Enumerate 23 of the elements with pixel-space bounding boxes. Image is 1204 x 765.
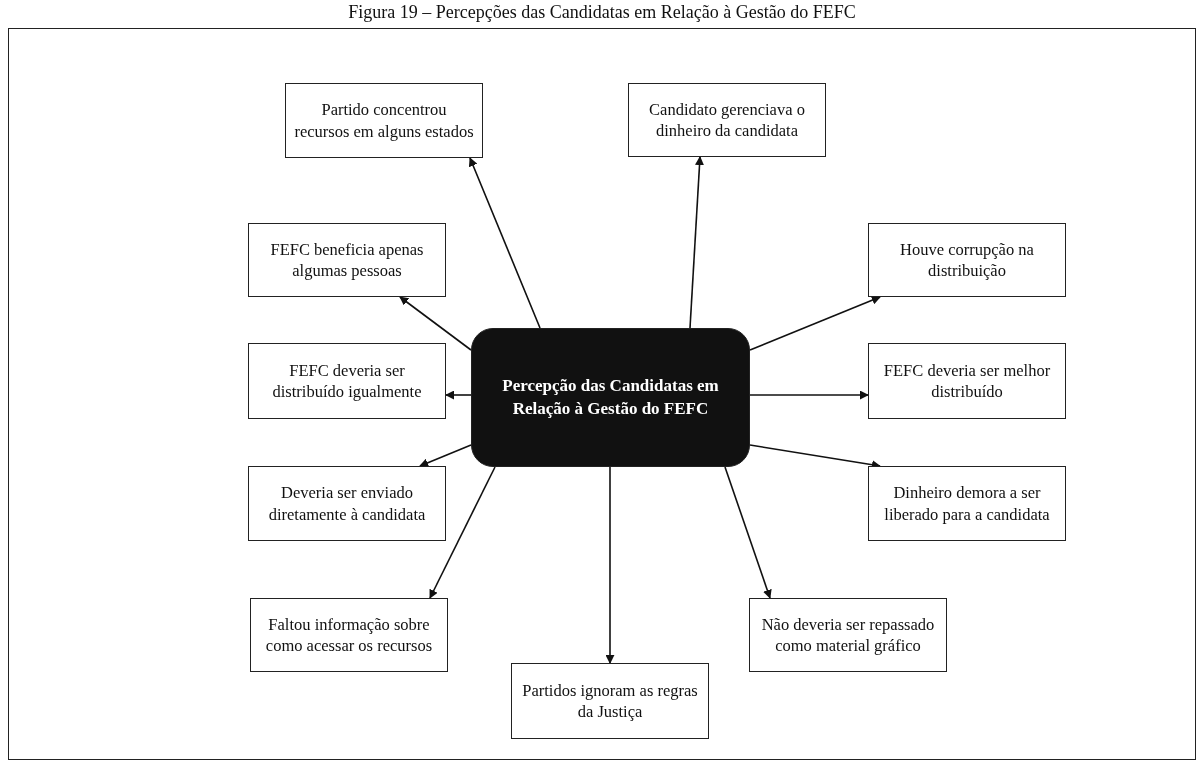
perception-box: FEFC beneficia apenas algumas pessoas (248, 223, 446, 297)
arrow (605, 466, 615, 664)
perception-box: Dinheiro demora a ser liberado para a candidata (868, 466, 1066, 541)
perception-box: Candidato gerenciava o dinheiro da candidata (628, 83, 826, 157)
perception-box: Não deveria ser repassado como material gráfico (749, 598, 947, 672)
perception-box: Partidos ignoram as regras da Justiça (511, 663, 709, 739)
perception-box: Faltou informação sobre como acessar os recursos (250, 598, 448, 672)
arrow (445, 390, 472, 400)
arrow (429, 466, 496, 599)
arrow (724, 466, 772, 599)
arrow (749, 390, 869, 400)
perception-box: FEFC deveria ser distribuído igualmente (248, 343, 446, 419)
arrow (689, 156, 704, 329)
arrow (399, 296, 472, 351)
arrow (419, 444, 472, 468)
perception-box: Deveria ser enviado diretamente à candidata (248, 466, 446, 541)
figure-title: Figura 19 – Percepções das Candidatas em Relação à Gestão do FEFC (347, 2, 857, 23)
perception-box: Houve corrupção na distribuição (868, 223, 1066, 297)
central-topic-box: Percepção das Candidatas em Relação à Gestão do FEFC (471, 328, 750, 467)
perception-box: FEFC deveria ser melhor distribuído (868, 343, 1066, 419)
arrow (468, 157, 541, 329)
arrow (749, 295, 881, 351)
perception-box: Partido concentrou recursos em alguns estados (285, 83, 483, 158)
